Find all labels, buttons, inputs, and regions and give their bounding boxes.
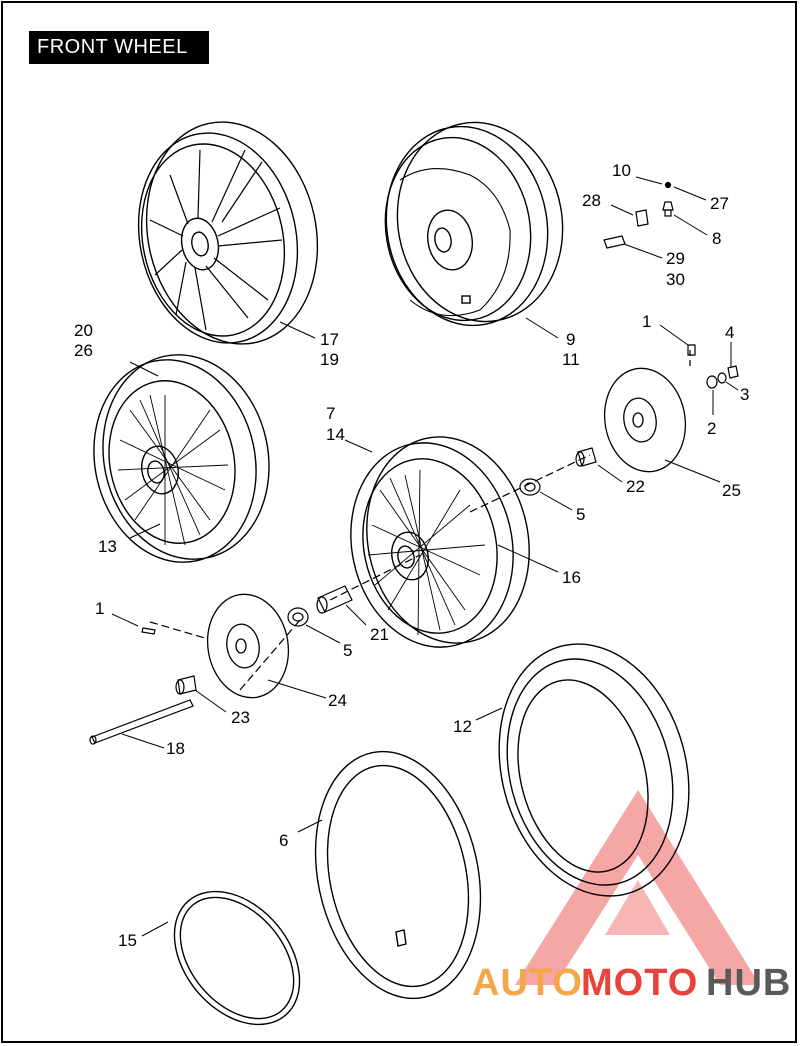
callout-22: 22 bbox=[626, 477, 645, 496]
callout-4: 4 bbox=[725, 323, 734, 342]
callout-18: 18 bbox=[166, 739, 185, 758]
cast-wheel-17 bbox=[137, 121, 319, 345]
callout-3: 3 bbox=[740, 385, 749, 404]
callout-23: 23 bbox=[231, 708, 250, 727]
callout-20: 20 bbox=[74, 321, 93, 340]
callout-26: 26 bbox=[74, 341, 93, 360]
callout-15: 15 bbox=[118, 931, 137, 950]
callout-24: 24 bbox=[328, 691, 347, 710]
callout-16: 16 bbox=[562, 568, 581, 587]
watermark-hub: HUB bbox=[706, 962, 791, 1004]
axle-assembly bbox=[89, 344, 739, 745]
valve-stem-parts bbox=[603, 181, 674, 249]
watermark-moto: MOTO bbox=[581, 962, 698, 1004]
callout-19: 19 bbox=[320, 350, 339, 369]
callout-13: 13 bbox=[98, 537, 117, 556]
callout-21: 21 bbox=[370, 625, 389, 644]
brake-rotor-24 bbox=[206, 593, 290, 699]
callout-10: 10 bbox=[612, 161, 631, 180]
leader-lines bbox=[111, 176, 739, 937]
page-title: FRONT WHEEL bbox=[29, 31, 209, 64]
callout-9: 9 bbox=[566, 330, 575, 349]
callout-25: 25 bbox=[722, 481, 741, 500]
callout-2: 2 bbox=[707, 419, 716, 438]
callout-29: 29 bbox=[666, 249, 685, 268]
callout-17: 17 bbox=[320, 330, 339, 349]
callout-12: 12 bbox=[453, 717, 472, 736]
callout-1-right: 1 bbox=[642, 312, 651, 331]
brake-rotor-25 bbox=[603, 367, 687, 473]
inner-tube-6 bbox=[314, 750, 482, 1000]
watermark-auto: AUTO bbox=[472, 962, 583, 1004]
laced-wheel-7 bbox=[350, 436, 530, 648]
laced-wheel-13 bbox=[93, 354, 270, 563]
callout-1-left: 1 bbox=[95, 599, 104, 618]
rim-strip-15 bbox=[173, 890, 301, 1026]
callout-11: 11 bbox=[562, 350, 580, 369]
callout-8: 8 bbox=[712, 229, 721, 248]
watermark-logo bbox=[515, 790, 760, 985]
tire-12 bbox=[498, 643, 690, 897]
callout-5-left: 5 bbox=[343, 641, 352, 660]
callout-30: 30 bbox=[666, 270, 685, 289]
disc-wheel-9 bbox=[384, 121, 564, 327]
callout-14: 14 bbox=[326, 425, 345, 444]
watermark-text: AUTO MOTO HUB bbox=[472, 962, 791, 1004]
callout-5-right: 5 bbox=[576, 505, 585, 524]
callout-7: 7 bbox=[326, 404, 335, 423]
callout-28: 28 bbox=[582, 191, 601, 210]
callout-27: 27 bbox=[710, 194, 729, 213]
callout-6: 6 bbox=[279, 831, 288, 850]
callout-labels: 17 19 9 11 10 27 28 8 29 30 1 4 3 2 25 2… bbox=[74, 161, 749, 950]
